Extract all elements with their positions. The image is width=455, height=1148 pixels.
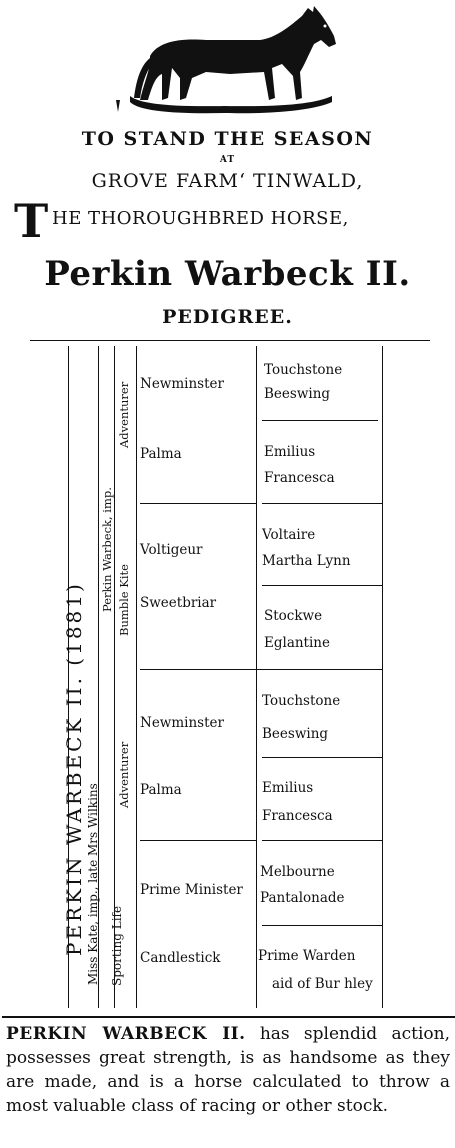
headline-line-3: HE THOROUGHBRED HORSE, [52,208,349,229]
description-paragraph: PERKIN WARBECK II. has splendid action, … [6,1022,450,1118]
headline-line-2: GROVE FARM‘ TINWALD, [91,170,364,192]
description-lead: PERKIN WARBECK II. [6,1024,246,1044]
horse-illustration [116,6,336,114]
pedigree-sire-sire: Adventurer [117,381,131,448]
gen4-name: Francesca [262,808,333,824]
gen3-name: Sweetbriar [140,595,217,611]
gen3-name: Palma [140,446,182,462]
gen3-name: Voltigeur [140,542,203,558]
drop-cap: T [14,194,49,248]
row-rule [262,585,382,586]
gen4-name: Emilius [264,444,316,460]
row-rule [262,503,382,504]
gen4-name: Beeswing [262,726,329,742]
pedigree-dam: Miss Kate, imp., late Mrs Wilkins [86,783,100,985]
gen3-name: Prime Minister [140,882,243,898]
column-rule [382,346,383,1008]
column-rule [68,346,69,1008]
column-rule [256,346,257,1008]
pedigree-sire: Perkin Warbeck, imp. [100,487,114,612]
headline-line-1: TO STAND THE SEASON [81,128,374,150]
column-rule [136,346,137,1008]
description-text: has splendid action, possesses great str… [6,1024,450,1116]
gen4-name: Prime Warden [258,948,356,964]
table-top-rule [30,340,430,341]
column-rule [98,346,99,1008]
gen3-name: Newminster [140,715,224,731]
row-rule [140,840,256,841]
row-rule [262,840,382,841]
gen4-name: Francesca [264,470,335,486]
row-rule [262,925,382,926]
row-rule [140,669,382,670]
horse-name: Perkin Warbeck II. [44,254,411,294]
column-rule [114,346,115,1008]
row-rule [262,757,382,758]
section-rule [2,1016,455,1018]
gen4-name: aid of Bur hley [272,976,373,992]
row-rule [140,503,256,504]
gen3-name: Newminster [140,376,224,392]
gen4-name: Eglantine [264,635,330,651]
pedigree-sire-dam: Bumble Kite [117,564,131,636]
gen4-name: Voltaire [262,527,316,543]
gen4-name: Pantalonade [260,890,345,906]
gen3-name: Palma [140,782,182,798]
pedigree-subject: PERKIN WARBECK II. (1881) [62,581,86,956]
gen4-name: Touchstone [262,693,341,709]
gen3-name: Candlestick [140,950,221,966]
gen4-name: Martha Lynn [262,553,351,569]
gen4-name: Touchstone [264,362,343,378]
headline-at: AT [219,155,236,165]
gen4-name: Beeswing [264,386,331,402]
row-rule [262,420,378,421]
gen4-name: Emilius [262,780,314,796]
pedigree-heading: PEDIGREE. [162,306,293,328]
pedigree-dam-sire: Adventurer [117,741,131,808]
pedigree-dam-dam: Sporting Life [110,905,124,986]
gen4-name: Melbourne [260,864,335,880]
gen4-name: Stockwe [264,608,323,624]
